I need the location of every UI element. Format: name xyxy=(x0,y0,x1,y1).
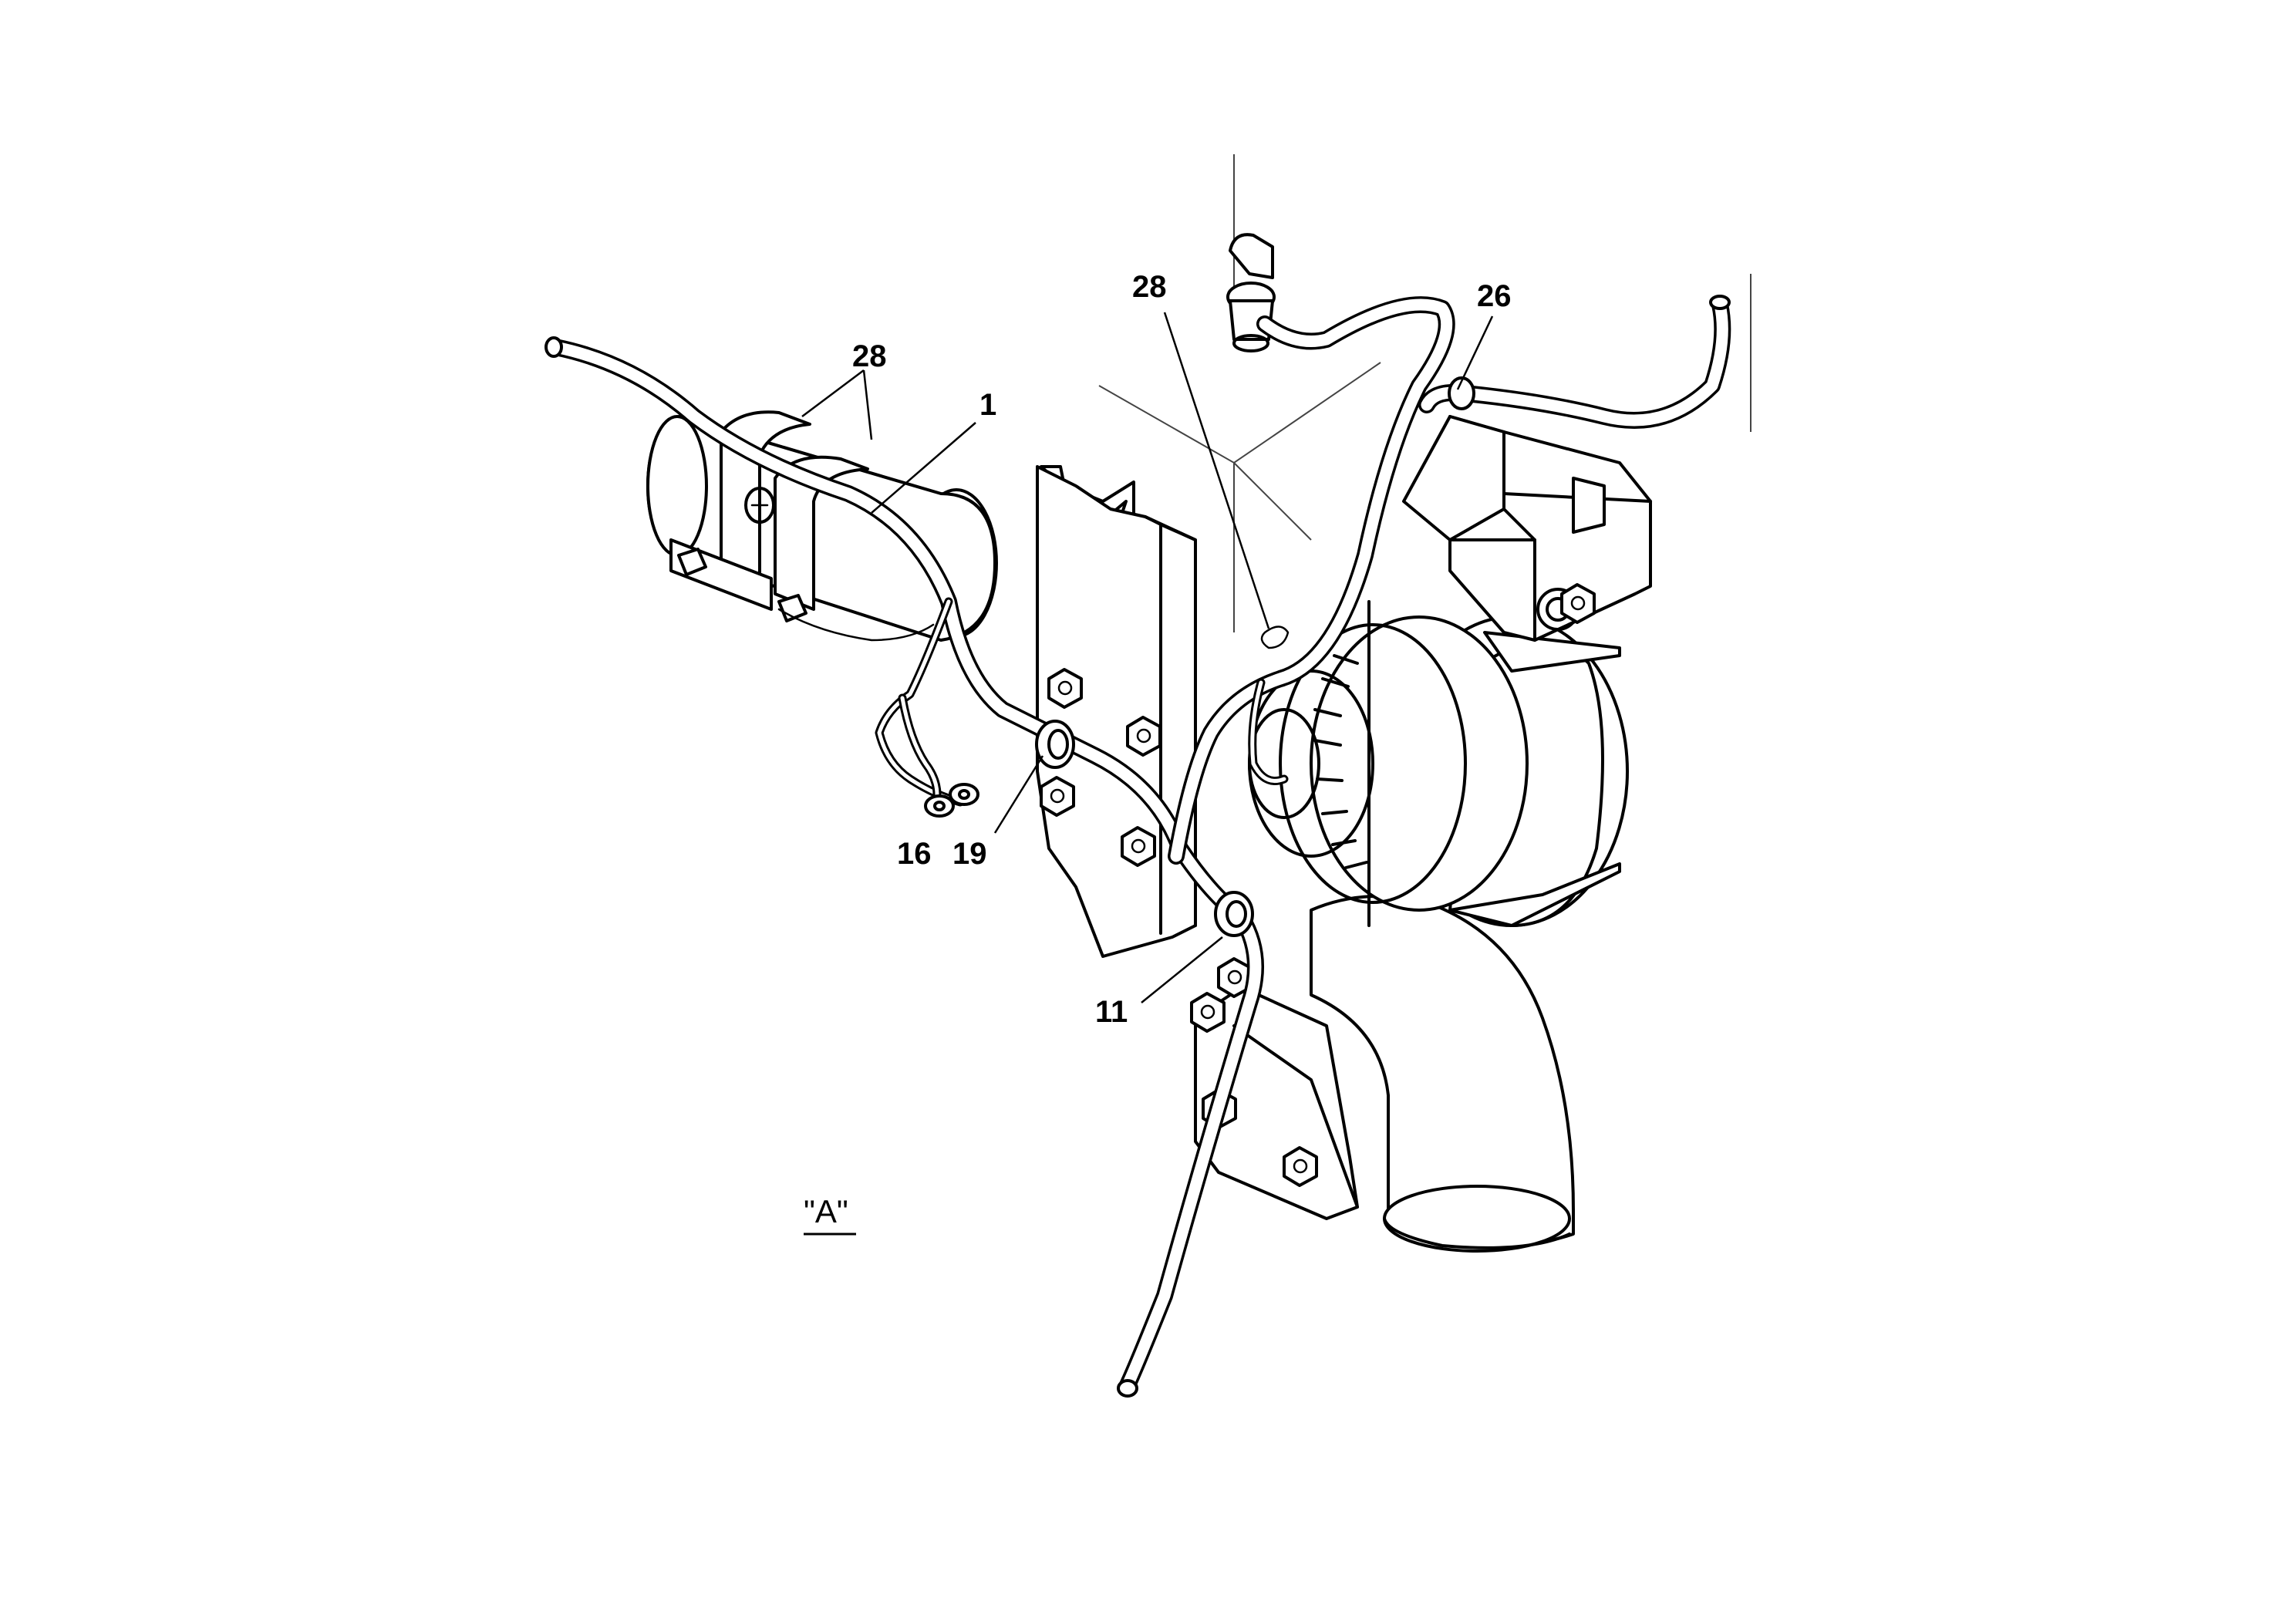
callout-16: 16 xyxy=(897,837,932,871)
cable-tie-28 xyxy=(1260,626,1290,649)
callout-19: 19 xyxy=(952,837,987,871)
sensor-plug xyxy=(1226,233,1276,352)
callout-labels: 28 1 28 26 16 19 11 xyxy=(852,270,1512,1029)
callout-1: 1 xyxy=(979,388,996,422)
callout-26: 26 xyxy=(1477,279,1512,313)
bolt-head xyxy=(1040,776,1075,817)
ring-terminals xyxy=(924,783,979,818)
bolt-head xyxy=(1283,1146,1318,1187)
view-label: "A" xyxy=(804,1193,848,1229)
grommet-19 xyxy=(1035,720,1075,769)
grommet-11 xyxy=(1214,891,1254,937)
bolt-head xyxy=(1047,668,1083,709)
bolt-head xyxy=(1560,583,1596,624)
leader-lines xyxy=(801,312,1494,1003)
callout-28-left: 28 xyxy=(852,339,887,373)
bolt-head xyxy=(1121,826,1156,867)
bolt-head xyxy=(1190,992,1226,1033)
cable-clips xyxy=(1035,376,1475,937)
grommet-26 xyxy=(1448,376,1475,410)
bolt-head xyxy=(1126,716,1161,757)
round-unit xyxy=(1248,600,1629,927)
callout-28-center: 28 xyxy=(1132,270,1167,304)
callout-11: 11 xyxy=(1095,995,1128,1029)
upper-bracket xyxy=(1402,415,1652,642)
cylindrical-unit xyxy=(646,410,998,642)
view-label-group: "A" xyxy=(804,1193,856,1236)
mounting-bracket xyxy=(1036,465,1197,958)
